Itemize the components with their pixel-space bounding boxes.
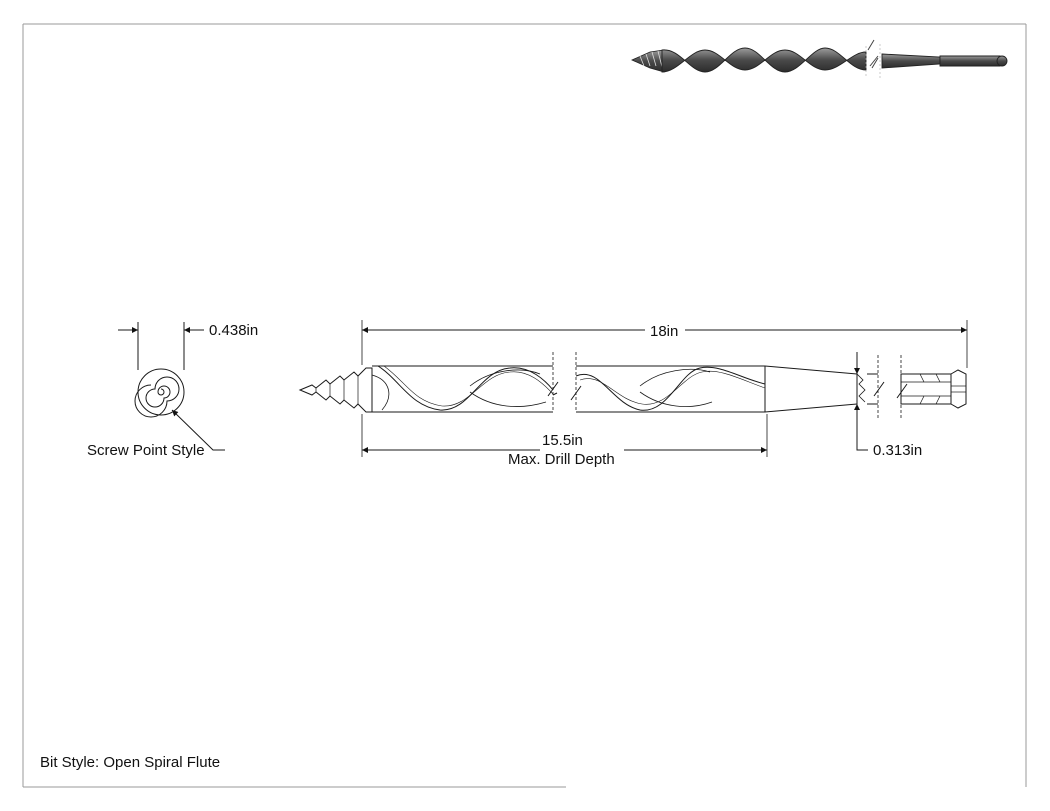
end-view bbox=[118, 322, 225, 451]
screw-diameter-label: 0.438in bbox=[209, 322, 258, 339]
drill-depth-label: 15.5in bbox=[542, 432, 583, 449]
end-view-outer-circle bbox=[137, 368, 185, 416]
hex-shank bbox=[900, 373, 952, 405]
screw-point-spiral bbox=[134, 376, 180, 418]
sheet-border bbox=[22, 23, 1027, 788]
side-view bbox=[298, 320, 968, 457]
bit-style-note: Bit Style: Open Spiral Flute bbox=[40, 754, 221, 771]
overall-length-label: 18in bbox=[650, 323, 678, 340]
isometric-preview bbox=[631, 39, 1008, 78]
screw-point-callout: Screw Point Style bbox=[87, 442, 205, 459]
screw-tip bbox=[298, 367, 373, 413]
drill-depth-caption: Max. Drill Depth bbox=[508, 451, 615, 468]
shank-diameter-label: 0.313in bbox=[873, 442, 922, 459]
